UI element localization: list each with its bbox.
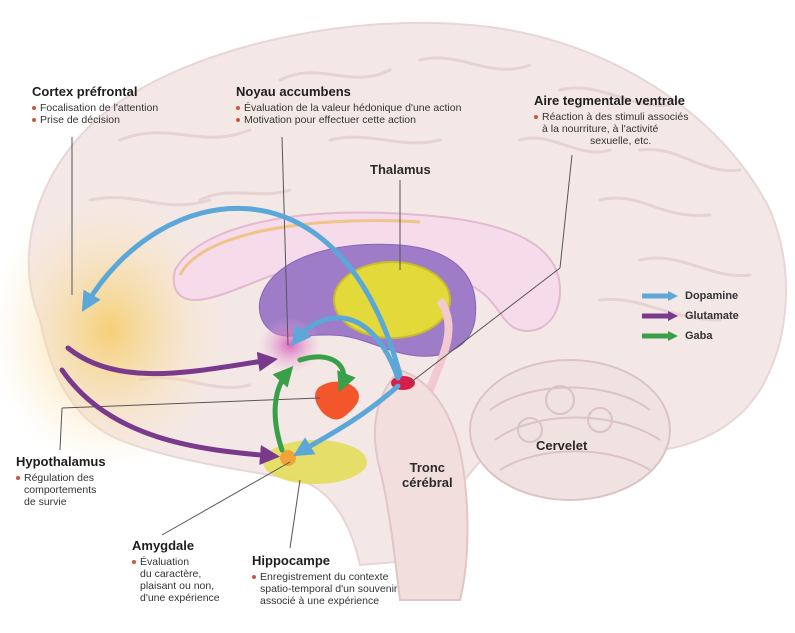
aire-line: sexuelle, etc. bbox=[542, 135, 688, 147]
prefrontal-glow bbox=[0, 190, 230, 470]
hypothalamus-line: de survie bbox=[24, 496, 106, 508]
noyau-item: Évaluation de la valeur hédonique d'une … bbox=[236, 102, 461, 114]
hippocampe-text: Enregistrement du contexte spatio-tempor… bbox=[252, 571, 397, 607]
amygdale-line: plaisant ou non, bbox=[140, 580, 220, 592]
amygdale-line: Évaluation bbox=[140, 556, 220, 568]
noyau-title: Noyau accumbens bbox=[236, 84, 461, 99]
legend-label: Gaba bbox=[685, 330, 713, 342]
legend-item-glutamate: Glutamate bbox=[641, 306, 739, 326]
noyau-item: Motivation pour effectuer cette action bbox=[236, 114, 461, 126]
amygdale-label: Amygdale Évaluation du caractère, plaisa… bbox=[132, 538, 220, 604]
cortex-item: Prise de décision bbox=[32, 114, 158, 126]
hypothalamus-text: Régulation des comportements de survie bbox=[16, 472, 106, 508]
gaba-arrow-icon bbox=[641, 331, 679, 341]
amygdale-line: du caractère, bbox=[140, 568, 220, 580]
hypothalamus-line: comportements bbox=[24, 484, 106, 496]
aire-line: à la nourriture, à l'activité bbox=[542, 123, 688, 135]
cortex-label: Cortex préfrontal Focalisation de l'atte… bbox=[32, 84, 158, 126]
amygdale-text: Évaluation du caractère, plaisant ou non… bbox=[132, 556, 220, 604]
tronc-line: Tronc bbox=[402, 460, 453, 475]
cortex-item: Focalisation de l'attention bbox=[32, 102, 158, 114]
cervelet-name: Cervelet bbox=[536, 438, 587, 453]
hippocampe-line: spatio-temporal d'un souvenir bbox=[260, 583, 397, 595]
aire-line: Réaction à des stimuli associés bbox=[542, 111, 688, 123]
amygdale-title: Amygdale bbox=[132, 538, 220, 553]
thalamus-name: Thalamus bbox=[370, 162, 431, 177]
hippocampe-line: Enregistrement du contexte bbox=[260, 571, 397, 583]
hippocampe-line: associé à une expérience bbox=[260, 595, 397, 607]
amygdale-line: d'une expérience bbox=[140, 592, 220, 604]
legend-item-dopamine: Dopamine bbox=[641, 286, 739, 306]
dopamine-arrow-icon bbox=[641, 291, 679, 301]
aire-title: Aire tegmentale ventrale bbox=[534, 93, 688, 108]
aire-label: Aire tegmentale ventrale Réaction à des … bbox=[534, 93, 688, 147]
legend-item-gaba: Gaba bbox=[641, 326, 739, 346]
legend: Dopamine Glutamate Gaba bbox=[641, 286, 739, 346]
glutamate-arrow-icon bbox=[641, 311, 679, 321]
tronc-line: cérébral bbox=[402, 475, 453, 490]
legend-label: Dopamine bbox=[685, 290, 738, 302]
legend-label: Glutamate bbox=[685, 310, 739, 322]
tronc-name: Tronc cérébral bbox=[402, 460, 453, 490]
hypothalamus-title: Hypothalamus bbox=[16, 454, 106, 469]
hypothalamus-line: Régulation des bbox=[24, 472, 106, 484]
hypothalamus-label: Hypothalamus Régulation des comportement… bbox=[16, 454, 106, 508]
noyau-label: Noyau accumbens Évaluation de la valeur … bbox=[236, 84, 461, 126]
cortex-title: Cortex préfrontal bbox=[32, 84, 158, 99]
hippocampe-title: Hippocampe bbox=[252, 553, 397, 568]
aire-text: Réaction à des stimuli associés à la nou… bbox=[534, 111, 688, 147]
hippocampe-label: Hippocampe Enregistrement du contexte sp… bbox=[252, 553, 397, 607]
